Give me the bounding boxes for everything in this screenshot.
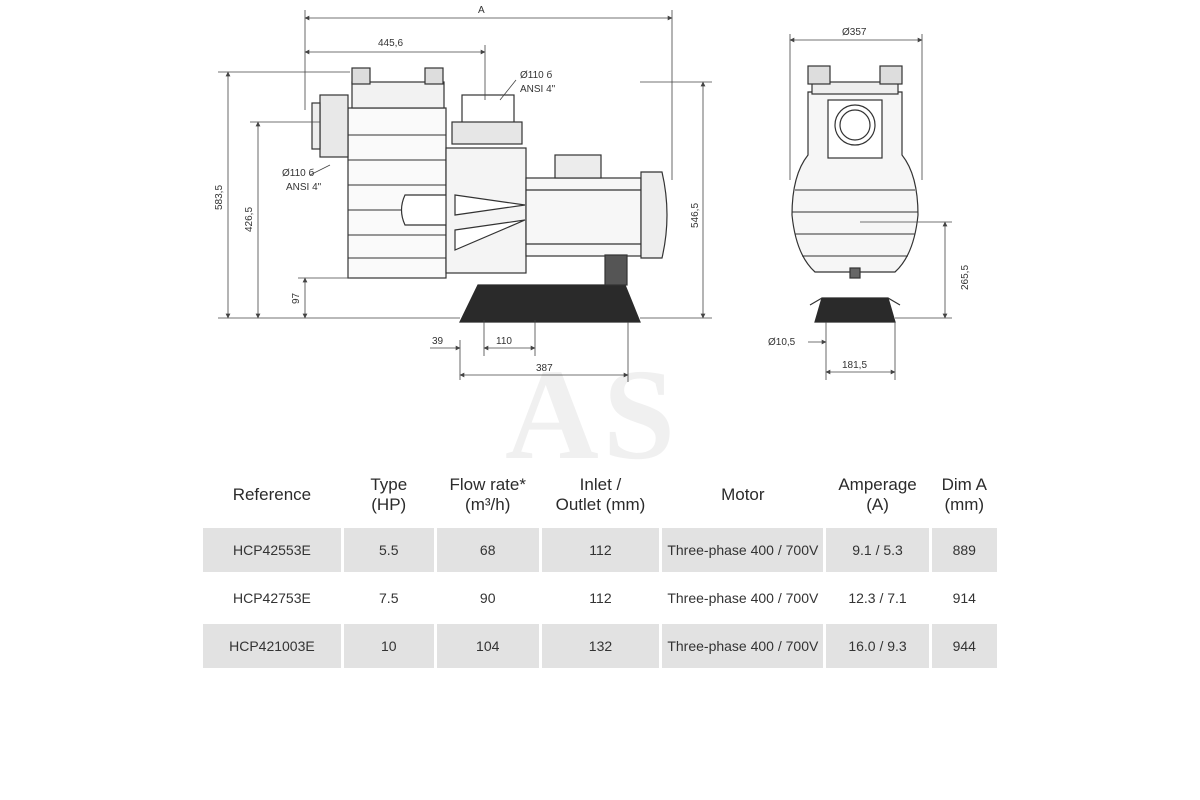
cell-reference: HCP421003E bbox=[203, 624, 341, 668]
cell-dim-a: 889 bbox=[931, 528, 997, 572]
dim-diameter-label: Ø357 bbox=[842, 27, 867, 38]
header-amperage: Amperage (A) bbox=[838, 475, 917, 514]
side-dimensions bbox=[218, 10, 712, 382]
header-reference: Reference bbox=[232, 485, 312, 504]
cell-type: 7.5 bbox=[343, 576, 434, 620]
front-body bbox=[791, 91, 919, 273]
pump-base bbox=[459, 284, 641, 323]
cell-type: 5.5 bbox=[343, 528, 434, 572]
strainer-ribs bbox=[348, 134, 446, 259]
lid-knob-left bbox=[351, 67, 371, 85]
dim-387-label: 387 bbox=[536, 363, 553, 374]
cell-dim-a: 914 bbox=[931, 576, 997, 620]
dim-39-label: 39 bbox=[432, 336, 444, 347]
cell-motor: Three-phase 400 / 700V bbox=[662, 576, 824, 620]
table-row: HCP421003E 10 104 132 Three-phase 400 / … bbox=[203, 624, 997, 668]
cell-reference: HCP42553E bbox=[203, 528, 341, 572]
front-knob-left bbox=[807, 65, 831, 85]
motor-body bbox=[525, 177, 642, 257]
cell-reference: HCP42753E bbox=[203, 576, 341, 620]
cell-amperage: 9.1 / 5.3 bbox=[826, 528, 929, 572]
terminal-box bbox=[554, 154, 602, 179]
cell-motor: Three-phase 400 / 700V bbox=[662, 528, 824, 572]
dim-inlet-ansi-label: ANSI 4" bbox=[286, 182, 322, 193]
spec-table-header: Reference Type (HP) Flow rate* (m³/h) In… bbox=[203, 466, 997, 524]
cell-type: 10 bbox=[343, 624, 434, 668]
strainer-lid bbox=[351, 81, 445, 109]
dim-front-height-label: 265,5 bbox=[960, 265, 971, 290]
dim-outlet-dia-label: Ø110 б bbox=[520, 69, 552, 81]
dim-inlet-height-label: 426,5 bbox=[244, 207, 255, 232]
cell-inlet-outlet: 112 bbox=[541, 528, 660, 572]
front-knob-right bbox=[879, 65, 903, 85]
strainer-body bbox=[347, 107, 447, 279]
dim-total-height-label: 583,5 bbox=[214, 185, 225, 210]
dim-half-width-label: 181,5 bbox=[842, 360, 867, 371]
spec-table: Reference Type (HP) Flow rate* (m³/h) In… bbox=[200, 462, 1000, 672]
side-dimension-labels: A 445,6 Ø110 б ANSI 4" Ø110 б ANSI 4" 58… bbox=[214, 5, 701, 374]
table-row: HCP42753E 7.5 90 112 Three-phase 400 / 7… bbox=[203, 576, 997, 620]
watermark: AS bbox=[505, 343, 680, 487]
front-dimensions bbox=[789, 34, 952, 380]
dim-110-label: 110 bbox=[496, 336, 512, 347]
cell-inlet-outlet: 132 bbox=[541, 624, 660, 668]
cell-flow-rate: 90 bbox=[436, 576, 539, 620]
header-inlet-outlet: Inlet / Outlet (mm) bbox=[555, 475, 646, 514]
dim-base-height-label: 97 bbox=[291, 292, 302, 304]
inlet-union bbox=[319, 94, 349, 158]
header-motor: Motor bbox=[721, 485, 765, 504]
dim-inlet-dia-label: Ø110 б bbox=[282, 167, 314, 179]
front-base bbox=[814, 297, 896, 323]
dim-a-label: A bbox=[478, 5, 485, 16]
cell-dim-a: 944 bbox=[931, 624, 997, 668]
pump-side-view bbox=[311, 67, 668, 323]
dim-length-label: 445,6 bbox=[378, 38, 403, 49]
outlet-union bbox=[451, 121, 523, 145]
outlet-pipe bbox=[461, 94, 515, 126]
dim-bolt-label: Ø10,5 bbox=[768, 337, 796, 348]
header-dim-a: Dim A (mm) bbox=[941, 475, 987, 514]
dim-outlet-ansi-label: ANSI 4" bbox=[520, 84, 556, 95]
pump-front-view bbox=[791, 65, 919, 323]
cell-amperage: 12.3 / 7.1 bbox=[826, 576, 929, 620]
header-flow-rate: Flow rate* (m³/h) bbox=[449, 475, 526, 514]
technical-drawing: A 445,6 Ø110 б ANSI 4" Ø110 б ANSI 4" 58… bbox=[214, 5, 971, 382]
cell-inlet-outlet: 112 bbox=[541, 576, 660, 620]
connecting-pipe bbox=[400, 194, 446, 226]
cell-motor: Three-phase 400 / 700V bbox=[662, 624, 824, 668]
cell-flow-rate: 104 bbox=[436, 624, 539, 668]
header-type: Type (HP) bbox=[370, 475, 408, 514]
dim-motor-height-label: 546,5 bbox=[690, 203, 701, 228]
lid-knob-right bbox=[424, 67, 444, 85]
front-lid bbox=[811, 81, 899, 95]
cell-flow-rate: 68 bbox=[436, 528, 539, 572]
front-dimension-labels: Ø357 265,5 Ø10,5 181,5 bbox=[768, 27, 971, 371]
table-row: HCP42553E 5.5 68 112 Three-phase 400 / 7… bbox=[203, 528, 997, 572]
cell-amperage: 16.0 / 9.3 bbox=[826, 624, 929, 668]
motor-fan-cover bbox=[640, 171, 668, 259]
